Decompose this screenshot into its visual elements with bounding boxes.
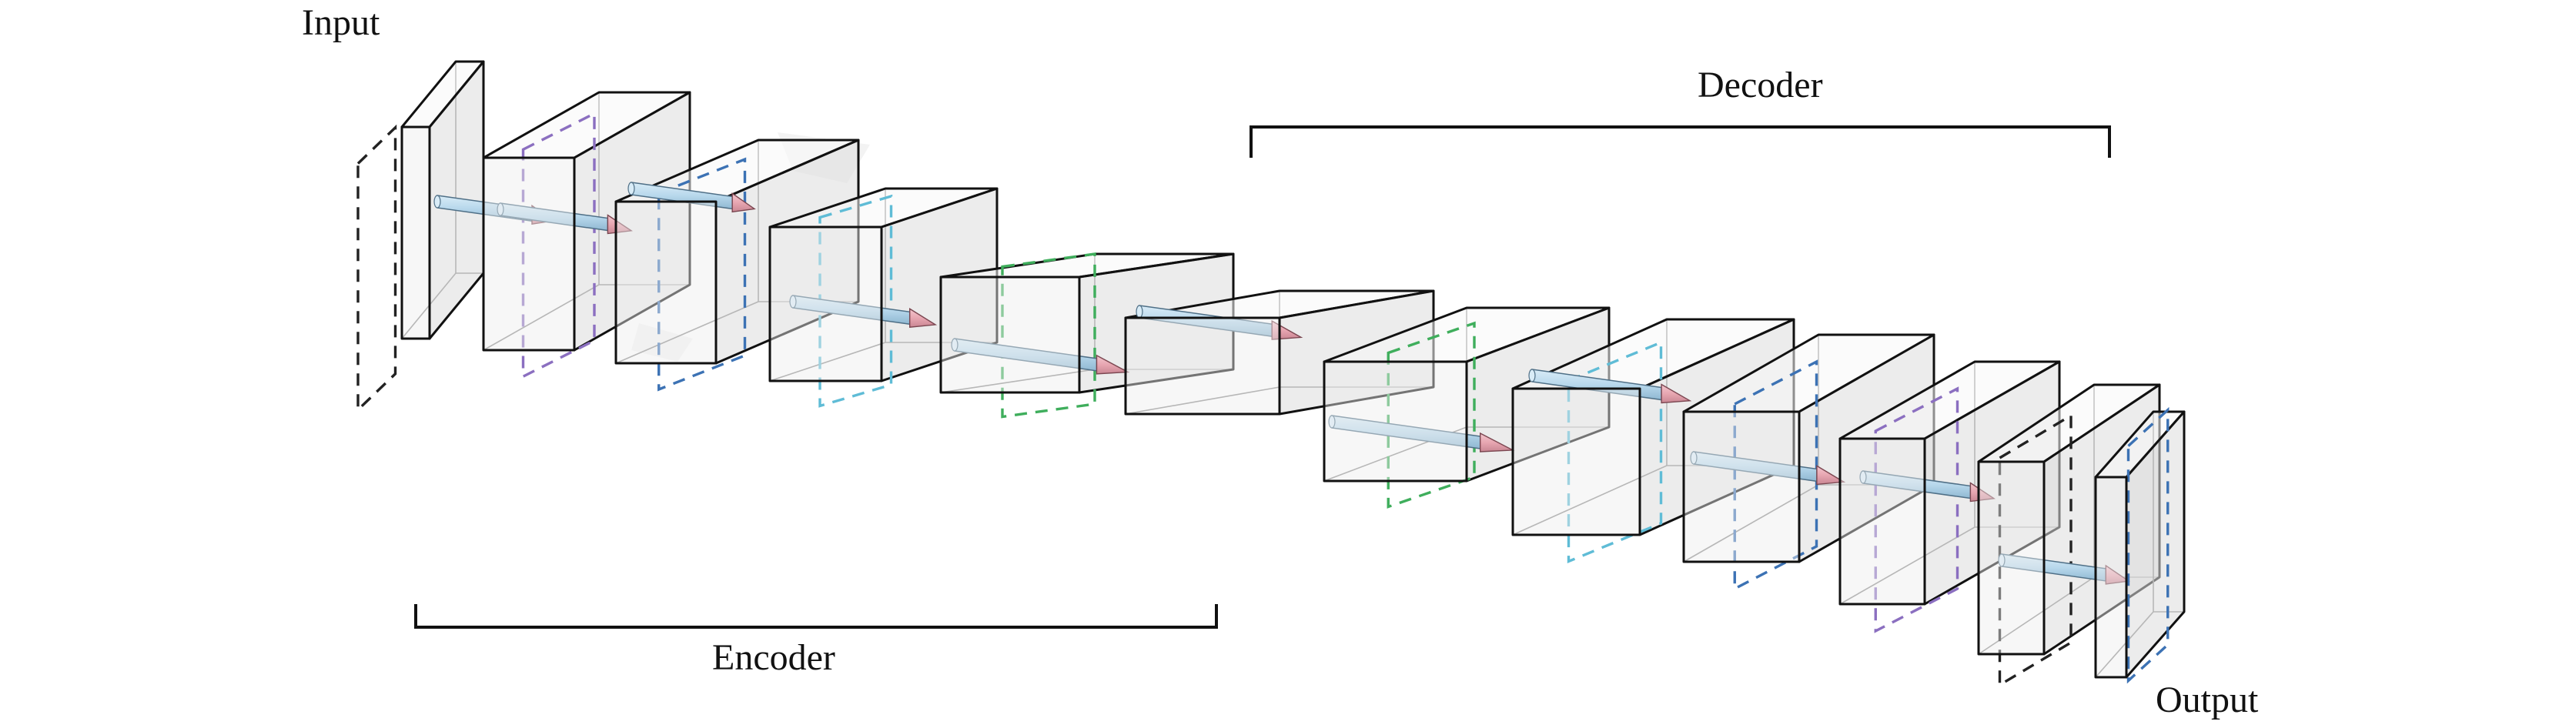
block-front-face (1977, 460, 2046, 656)
connection-arrow-head (731, 192, 756, 213)
output-layer (2094, 406, 2186, 684)
encoder-bracket (414, 604, 1218, 629)
input-label: Input (302, 2, 380, 43)
feature-plane (1998, 413, 2073, 687)
hidden-edge (940, 369, 1096, 393)
decoder-bracket (1250, 125, 2111, 158)
decoder-block-4 (1838, 360, 2061, 633)
connection-arrow-tail (1528, 369, 1536, 382)
connection-arrow-head (908, 307, 938, 329)
block-front-face (2094, 476, 2128, 679)
block-front-face (1682, 410, 1801, 563)
block-front-face (1124, 316, 1281, 416)
bottleneck-block (1124, 289, 1435, 416)
block-front-face (1511, 387, 1641, 536)
encoder-block-4 (939, 252, 1235, 419)
connection-arrow-tail (1859, 470, 1867, 484)
block-front-face (768, 225, 883, 382)
input-layer (356, 60, 485, 413)
connection-arrow-tail (789, 295, 797, 309)
block-front-face (482, 156, 576, 352)
decoder-label: Decoder (1698, 65, 1823, 105)
connection-arrow-tail (627, 182, 635, 195)
connection-arrow-tail (1690, 451, 1698, 465)
connection-arrow-head (607, 214, 633, 235)
connection-arrow-tail (1328, 415, 1336, 429)
connection-arrow-head (1661, 383, 1692, 404)
feature-plane (1567, 340, 1663, 564)
block-front-face (1323, 360, 1468, 483)
hidden-edge (769, 342, 886, 382)
connection-arrow-head (1479, 432, 1515, 452)
decoder-block-1 (1323, 306, 1611, 509)
layer-stack (356, 60, 2186, 687)
feature-plane (521, 111, 596, 379)
feature-plane (818, 194, 893, 408)
encoder-block-1 (433, 91, 691, 379)
feature-plane (657, 157, 747, 392)
decoder-block-3 (1682, 333, 1935, 591)
connection-arrow-head (1096, 354, 1130, 375)
connection-arrow-tail (951, 338, 958, 352)
connection-arrow-tail (497, 202, 504, 216)
block-front-face (1838, 437, 1926, 606)
connection-arrow-head (1969, 482, 1996, 503)
connection-arrow-tail (1136, 305, 1143, 319)
encoder-label: Encoder (712, 637, 835, 678)
connection-arrow-head (1816, 465, 1846, 486)
block-front-face (400, 125, 431, 340)
feature-plane (1733, 359, 1818, 591)
output-label: Output (2156, 680, 2259, 720)
connection-arrow-tail (1998, 553, 2006, 567)
hidden-edge (1683, 484, 1819, 563)
feature-plane (356, 124, 397, 413)
encoder-block-3 (768, 187, 999, 408)
feature-plane (2126, 406, 2170, 684)
connection-arrow-head (2105, 564, 2130, 585)
hidden-edge (1125, 386, 1280, 415)
block-front-face (939, 276, 1081, 394)
connection-arrow-tail (433, 195, 441, 209)
feature-plane (1874, 386, 1959, 633)
block-front-face (614, 200, 718, 365)
